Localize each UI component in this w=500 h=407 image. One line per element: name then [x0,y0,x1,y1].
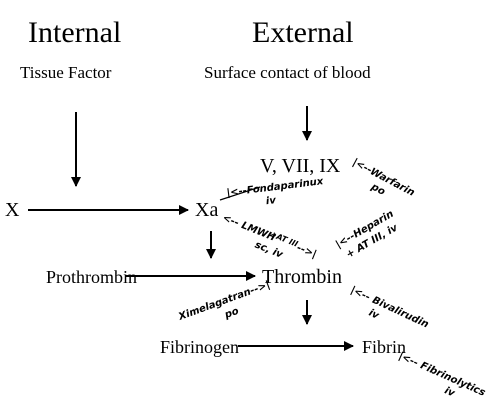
node-prothrombin: Prothrombin [46,267,137,287]
drug-lmwh-tail: -->| [295,243,318,261]
drug-heparin: |<--Heparin + AT III, iv [334,209,400,261]
drug-fondaparinux: |<--Fondaparinux iv [226,176,324,207]
drug-ximelagatran-route: po [222,306,240,322]
drug-bivalirudin-name: |<-- Bivalirudin [349,285,430,331]
node-fibrinogen: Fibrinogen [160,337,239,357]
node-thrombin: Thrombin [262,266,342,288]
header-external: External [252,16,354,49]
drug-lmwh-name: <-- LMWH [221,213,278,244]
drug-fondaparinux-route: iv [265,195,277,207]
node-v-vii-ix: V, VII, IX [260,155,341,177]
drug-warfarin: |<--Warfarin po [351,157,417,199]
header-internal: Internal [28,16,121,49]
subheader-internal: Tissue Factor [20,63,112,82]
node-fibrin: Fibrin [362,337,406,357]
drug-fibrinolytics-route: iv [443,385,457,399]
drug-bivalirudin: |<-- Bivalirudin iv [349,285,430,331]
subheader-external: Surface contact of blood [204,63,371,82]
node-x: X [5,199,20,221]
node-xa: Xa [195,199,218,221]
drug-ximelagatran: Ximelagatran-->| po [176,280,271,324]
drug-fibrinolytics-name: |<-- Fibrinolytics [397,351,487,399]
drug-lmwh-route: sc, iv [253,240,285,261]
drug-ximelagatran-name: Ximelagatran-->| [176,280,271,324]
drug-bivalirudin-route: iv [367,308,381,322]
arrow-v-vii-ix-to-xa [219,186,261,201]
drug-lmwh: <-- LMWH +AT III -->| sc, iv [221,213,318,261]
drug-fibrinolytics: |<-- Fibrinolytics iv [397,351,487,400]
